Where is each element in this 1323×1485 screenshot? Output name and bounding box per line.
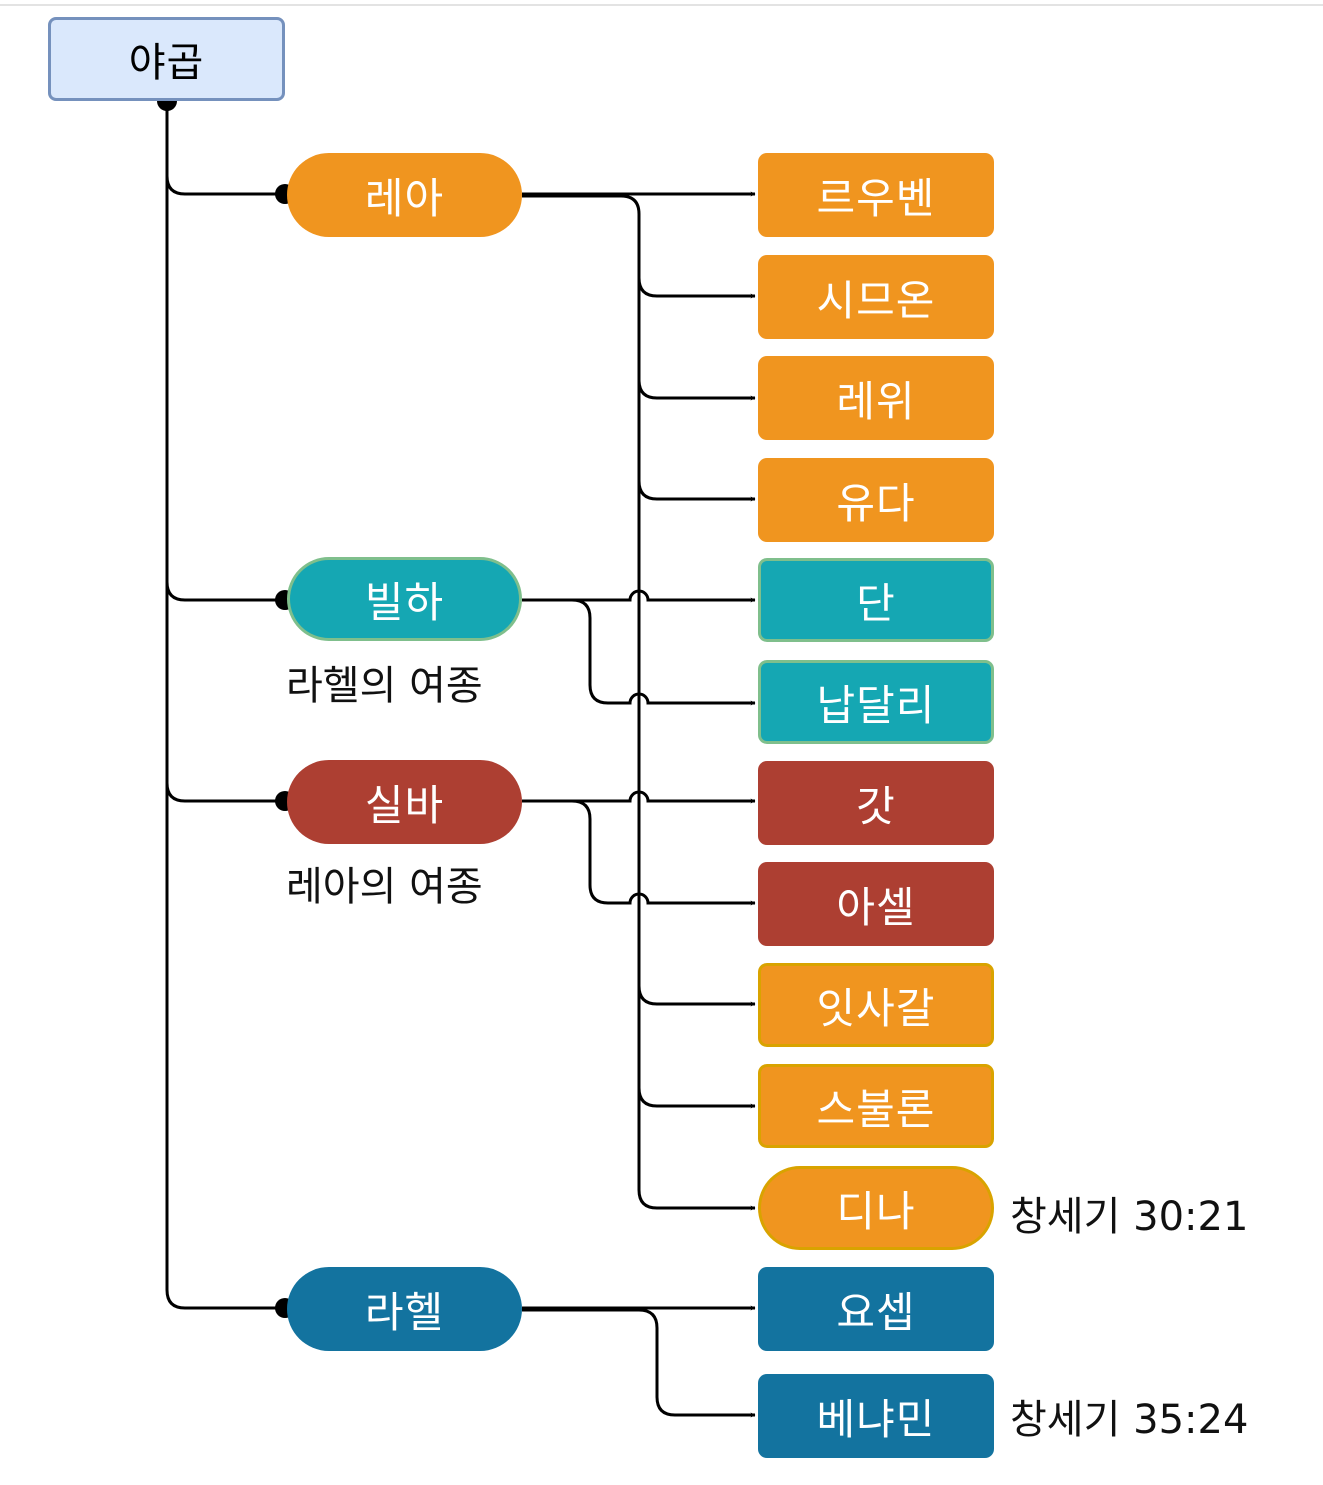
- child-node-gad: 갓: [758, 761, 994, 845]
- child-node-dan: 단: [758, 558, 994, 642]
- child-node-joseph: 요셉: [758, 1267, 994, 1351]
- child-node-dinah: 디나: [758, 1166, 994, 1250]
- child-node-judah: 유다: [758, 458, 994, 542]
- root-to-rachel-link: [165, 101, 285, 1310]
- bilhah-to-dan-link: [522, 589, 756, 603]
- wife-node-leah: 레아: [287, 153, 522, 237]
- child-node-issachar: 잇사갈: [758, 963, 994, 1047]
- zilpah-to-gad-link: [522, 790, 756, 804]
- leah-to-levi-link: [637, 379, 756, 401]
- leah-to-judah-link: [637, 480, 756, 502]
- leah-trunk: [522, 194, 658, 1210]
- leah-to-simeon-link: [637, 277, 756, 299]
- zilpah-note: 레아의 여종: [286, 864, 483, 910]
- rachel-to-benjamin-link: [522, 1308, 756, 1418]
- zilpah-to-asher-link: [522, 799, 756, 906]
- child-node-zebulun: 스불론: [758, 1064, 994, 1148]
- root-node-jacob: 야곱: [48, 17, 285, 101]
- root-to-bilhah-link: [165, 101, 285, 602]
- wife-node-bilhah: 빌하: [287, 557, 522, 641]
- child-node-asher: 아셀: [758, 862, 994, 946]
- child-node-naphtali: 납달리: [758, 660, 994, 744]
- benjamin-reference-note: 창세기 35:24: [1010, 1397, 1249, 1443]
- wife-node-zilpah: 실바: [287, 760, 522, 844]
- bilhah-note: 라헬의 여종: [286, 663, 483, 709]
- child-node-levi: 레위: [758, 356, 994, 440]
- root-to-zilpah-link: [165, 101, 285, 803]
- leah-to-issachar-link: [637, 985, 756, 1007]
- child-node-reuben: 르우벤: [758, 153, 994, 237]
- dinah-reference-note: 창세기 30:21: [1010, 1194, 1249, 1240]
- top-divider: [0, 4, 1323, 6]
- bilhah-to-naphtali-link: [522, 598, 756, 706]
- child-node-benjamin: 베냐민: [758, 1374, 994, 1458]
- leah-to-zebulun-link: [637, 1087, 756, 1109]
- wife-node-rachel: 라헬: [287, 1267, 522, 1351]
- root-to-leah-link: [165, 101, 285, 196]
- child-node-simeon: 시므온: [758, 255, 994, 339]
